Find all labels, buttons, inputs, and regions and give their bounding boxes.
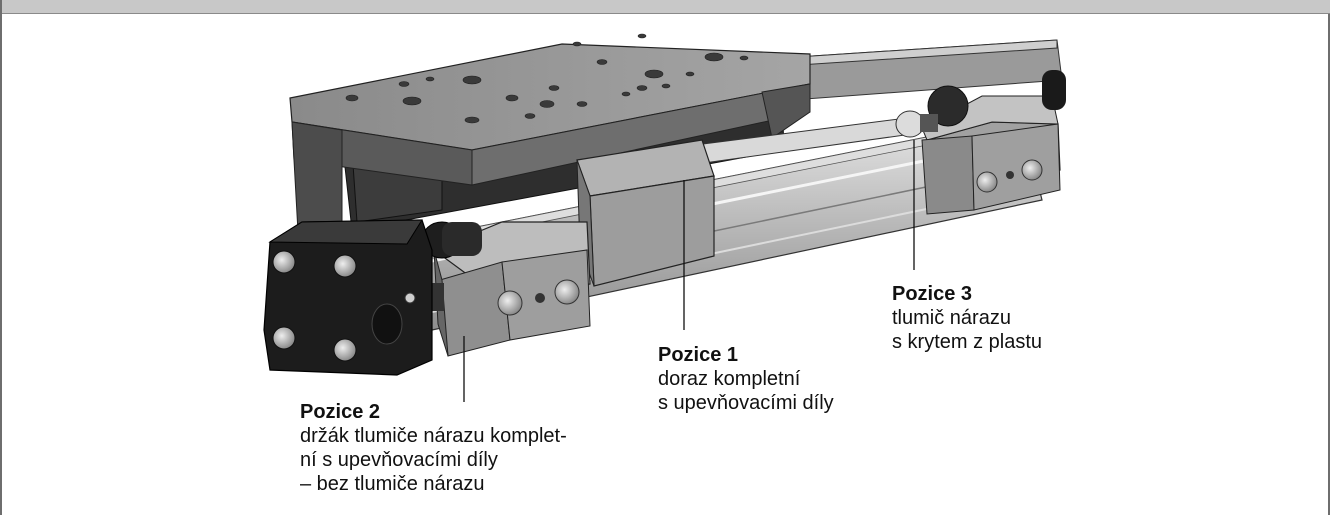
leader-lines <box>463 140 915 402</box>
shock-absorber-holder-left <box>421 221 591 357</box>
callout-position-3-line-2: s krytem z plastu <box>892 331 1043 353</box>
callout-position-2-line-3: – bez tlumiče nárazu <box>300 473 485 495</box>
callout-position-1-line-1: doraz kompletní <box>658 368 801 390</box>
callout-position-2-title: Pozice 2 <box>300 401 381 423</box>
callout-position-3-title: Pozice 3 <box>892 283 973 305</box>
callout-position-2-line-1: držák tlumiče nárazu komplet- <box>300 425 567 447</box>
callout-position-1: Pozice 1 doraz kompletní s upevňovacími … <box>658 343 834 415</box>
callout-position-3: Pozice 3 tlumič nárazu s krytem z plastu <box>892 282 1042 354</box>
callout-position-3-line-1: tlumič nárazu <box>892 307 1011 329</box>
end-cap-left <box>263 219 433 376</box>
shock-absorber-holder-right <box>895 70 1066 215</box>
top-plate <box>289 33 811 233</box>
callout-position-1-title: Pozice 1 <box>658 344 739 366</box>
top-bar <box>2 0 1330 14</box>
callout-position-1-line-2: s upevňovacími díly <box>658 392 834 414</box>
stop-block-pos1 <box>576 139 715 287</box>
callout-position-2-line-2: ní s upevňovacími díly <box>300 449 498 471</box>
rear-guide-rail <box>781 39 1063 101</box>
callout-position-2: Pozice 2 držák tlumiče nárazu komplet- n… <box>300 400 567 496</box>
